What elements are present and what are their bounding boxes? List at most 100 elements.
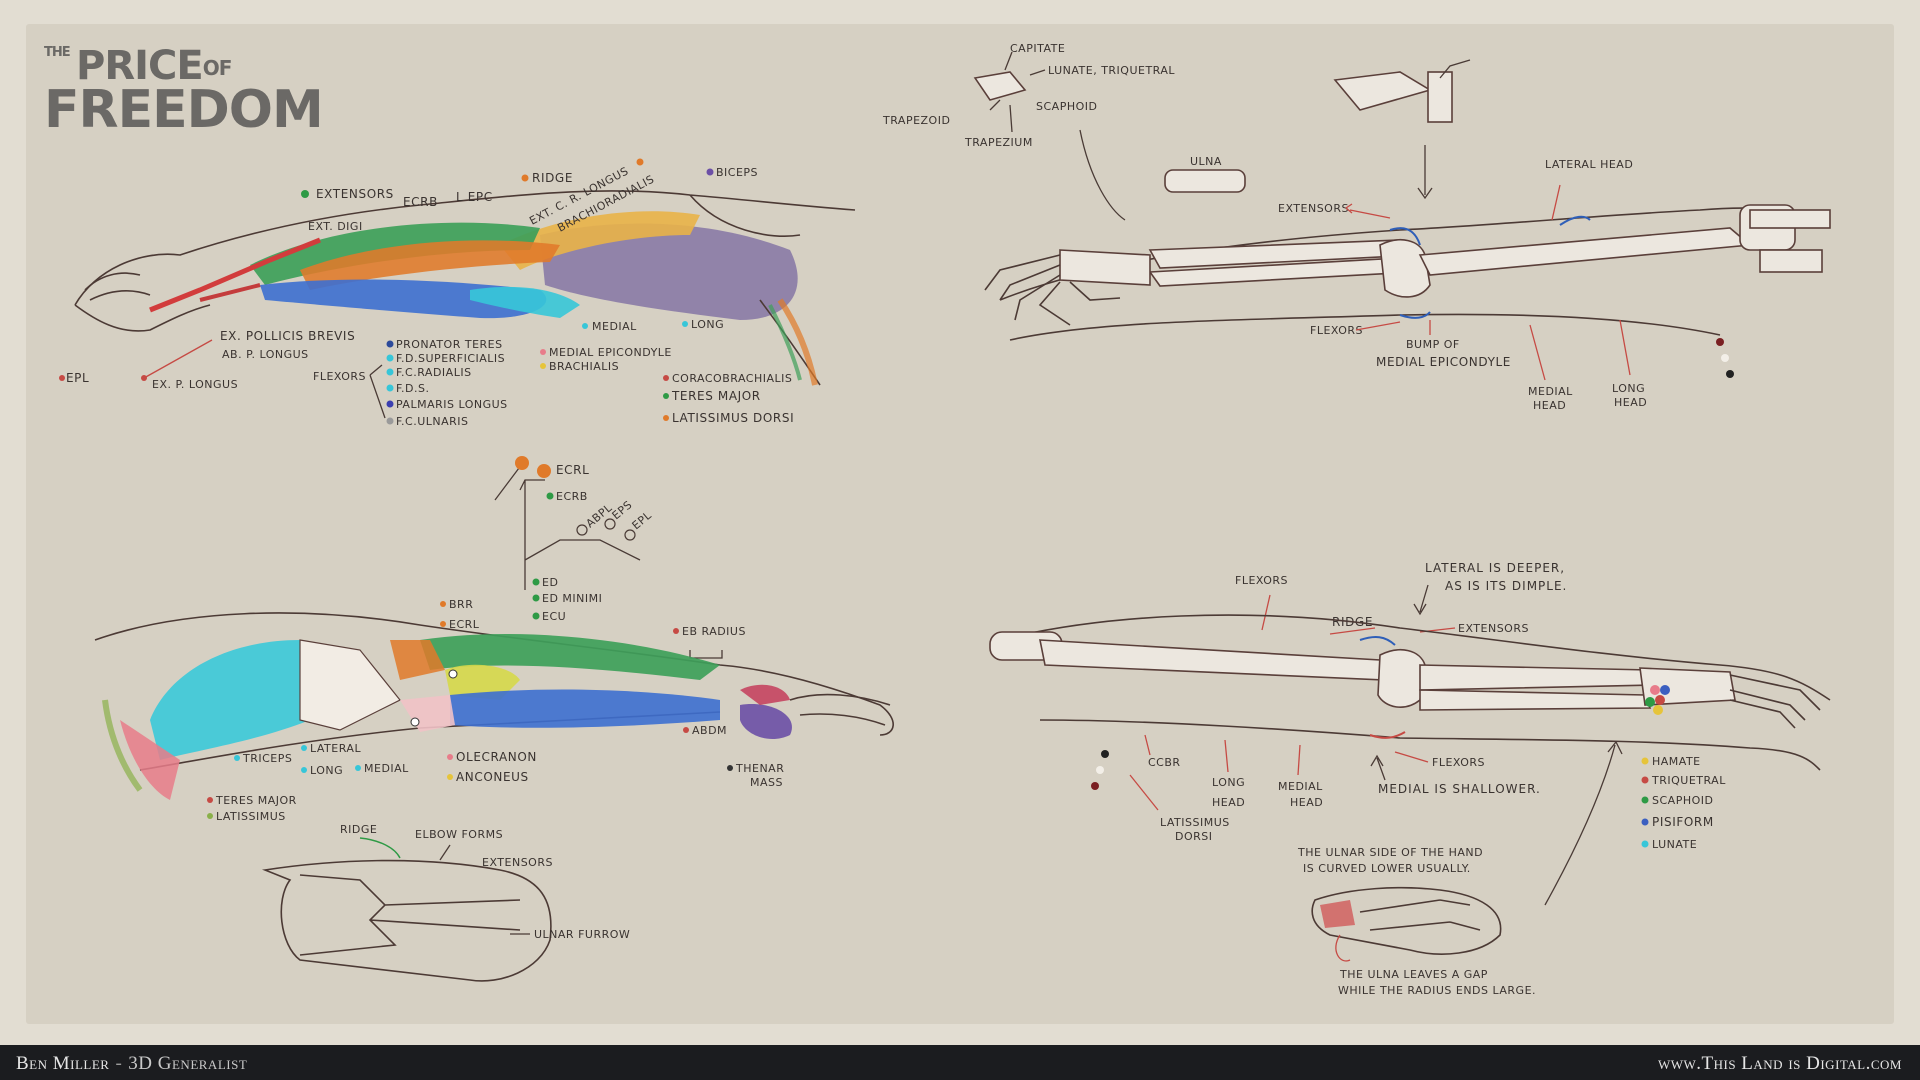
label-fds: F.D.S. <box>396 382 430 395</box>
label-extensors: EXTENSORS <box>316 187 394 201</box>
extensors-lower-shape <box>420 634 720 680</box>
label-head-2: HEAD <box>1290 796 1323 809</box>
panel-forearm-muscles-bottom: ECRL ECRB ABPL EPS EPL ED ED MINIMI ECU … <box>94 456 894 982</box>
label-ab-p-longus: AB. P. LONGUS <box>222 348 309 361</box>
triceps-shape <box>150 640 310 760</box>
label-lateral-deeper-1: LATERAL IS DEEPER, <box>1425 561 1565 575</box>
label-anconeus: ANCONEUS <box>456 770 529 784</box>
ab-longus-tendon <box>199 283 261 302</box>
label-brr: BRR <box>449 598 473 611</box>
label-coracobrachialis: CORACOBRACHIALIS <box>672 372 792 385</box>
label-dorsi: DORSI <box>1175 830 1213 843</box>
label-medial-head-1: MEDIAL <box>1528 385 1573 398</box>
label-lateral-deeper-2: AS IS ITS DIMPLE. <box>1445 579 1567 593</box>
label-fc-ulnaris: F.C.ULNARIS <box>396 415 469 428</box>
label-ulna: ULNA <box>1190 155 1222 168</box>
label-medial-shallower: MEDIAL IS SHALLOWER. <box>1378 782 1541 796</box>
footer-separator: - <box>115 1053 123 1074</box>
label-ext-digi: EXT. DIGI <box>308 220 363 233</box>
logo-price: PRICE <box>76 43 204 89</box>
label-ulnar-furrow: ULNAR FURROW <box>534 928 630 941</box>
label-capitate: CAPITATE <box>1010 42 1065 55</box>
label-head-1: HEAD <box>1212 796 1245 809</box>
panel-skeleton-top: CAPITATE LUNATE, TRIQUETRAL SCAPHOID TRA… <box>882 42 1831 412</box>
label-epl: EPL <box>66 371 89 385</box>
label-extensors-3: EXTENSORS <box>482 856 553 869</box>
label-ed: ED <box>542 576 558 589</box>
label-ridge-2: RIDGE <box>340 823 377 836</box>
label-ecrb: ECRB <box>403 195 438 209</box>
label-ed-minimi: ED MINIMI <box>542 592 602 605</box>
label-ecu: ECU <box>542 610 566 623</box>
label-medial: MEDIAL <box>592 320 637 333</box>
label-medial-epicondyle: MEDIAL EPICONDYLE <box>549 346 672 359</box>
label-trapezium: TRAPEZIUM <box>964 136 1033 149</box>
label-lunate-triquetral: LUNATE, TRIQUETRAL <box>1048 64 1175 77</box>
logo-the: THE <box>44 45 71 60</box>
label-medial-2: MEDIAL <box>364 762 409 775</box>
anatomy-study-drawing: EXTENSORS ECRB L EPC RIDGE EXT. C. R. LO… <box>59 42 1831 997</box>
label-lepc: L EPC <box>456 190 493 204</box>
label-medial-head-2: HEAD <box>1533 399 1566 412</box>
label-medial-3: MEDIAL <box>1278 780 1323 793</box>
label-ecrb-2: ECRB <box>556 490 588 503</box>
label-medial-epicondyle-2: MEDIAL EPICONDYLE <box>1376 355 1511 369</box>
label-long-2: LONG <box>310 764 343 777</box>
label-palmaris-longus: PALMARIS LONGUS <box>396 398 508 411</box>
label-flexors-top: FLEXORS <box>1235 574 1288 587</box>
label-latissimus: LATISSIMUS <box>216 810 286 823</box>
label-latissimus-dorsi: LATISSIMUS DORSI <box>672 411 794 425</box>
label-pronator-teres: PRONATOR TERES <box>396 338 503 351</box>
label-ex-pollicis-brevis: EX. POLLICIS BREVIS <box>220 329 355 343</box>
triceps-lateral-shape <box>299 639 401 731</box>
label-hamate: HAMATE <box>1652 755 1701 768</box>
abdm-shape <box>740 684 790 705</box>
label-trapezoid: TRAPEZOID <box>882 114 950 127</box>
label-ecrl: ECRL <box>556 463 589 477</box>
label-elbow-forms: ELBOW FORMS <box>415 828 503 841</box>
label-lunate: LUNATE <box>1652 838 1697 851</box>
label-lateral-head: LATERAL HEAD <box>1545 158 1633 171</box>
label-fc-radialis: F.C.RADIALIS <box>396 366 472 379</box>
label-long-3: LONG <box>1212 776 1245 789</box>
label-thenar: THENAR <box>735 762 784 775</box>
ecrl-lower-shape <box>390 640 445 680</box>
label-long-head-2: HEAD <box>1614 396 1647 409</box>
paper-panel <box>26 24 1894 1024</box>
label-fd-superficialis: F.D.SUPERFICIALIS <box>396 352 505 365</box>
ecrb-shape <box>300 240 560 290</box>
label-ulna-note-1: THE ULNA LEAVES A GAP <box>1339 968 1488 981</box>
footer-website[interactable]: www.This Land is Digital.com <box>1657 1053 1902 1074</box>
footer-credit: Ben Miller-3D Generalist <box>16 1053 247 1075</box>
label-ex-p-longus: EX. P. LONGUS <box>152 378 238 391</box>
label-pisiform: PISIFORM <box>1652 815 1714 829</box>
biceps-shape <box>540 223 798 320</box>
panel-skeleton-bottom: FLEXORS LATERAL IS DEEPER, AS IS ITS DIM… <box>989 561 1831 997</box>
label-biceps: BICEPS <box>716 166 758 179</box>
label-flexors-2: FLEXORS <box>1310 324 1363 337</box>
label-olecranon: OLECRANON <box>456 750 537 764</box>
label-scaphoid: SCAPHOID <box>1036 100 1097 113</box>
label-long-head-1: LONG <box>1612 382 1645 395</box>
label-mass: MASS <box>750 776 783 789</box>
artist-name: Ben Miller <box>16 1053 110 1074</box>
label-eb-radius: EB RADIUS <box>682 625 746 638</box>
flexors-lower-shape <box>450 689 720 728</box>
label-brachialis: BRACHIALIS <box>549 360 619 373</box>
label-latissimus-2: LATISSIMUS <box>1160 816 1230 829</box>
label-abpl: ABPL <box>584 501 615 530</box>
label-bump-of: BUMP OF <box>1406 338 1460 351</box>
label-triquetral: TRIQUETRAL <box>1651 774 1726 787</box>
label-lateral: LATERAL <box>310 742 361 755</box>
label-flexors-4: FLEXORS <box>1432 756 1485 769</box>
label-ulnar-note-2: IS CURVED LOWER USUALLY. <box>1303 862 1471 875</box>
olecranon-shape <box>400 695 455 732</box>
label-epl-2: EPL <box>630 508 655 532</box>
label-extensors-2: EXTENSORS <box>1278 202 1349 215</box>
label-ulna-note-2: WHILE THE RADIUS ENDS LARGE. <box>1338 984 1536 997</box>
label-scaphoid-2: SCAPHOID <box>1652 794 1713 807</box>
epl-tendon <box>149 237 321 313</box>
label-teres-major: TERES MAJOR <box>671 389 761 403</box>
thenar-shape <box>740 704 792 740</box>
